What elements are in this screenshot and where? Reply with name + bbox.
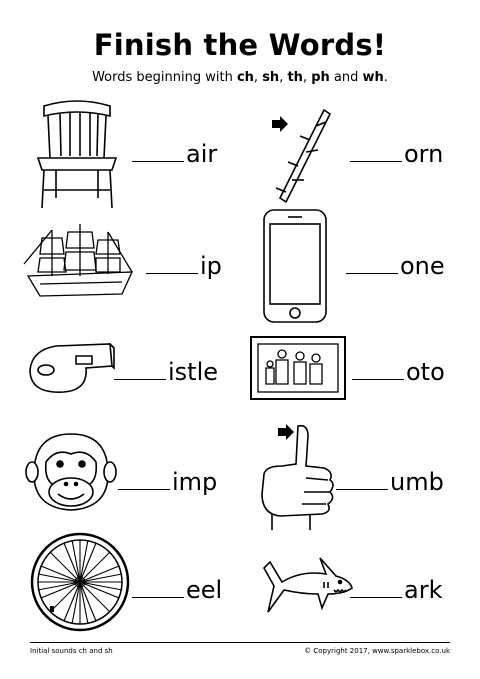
thorn-branch-icon xyxy=(270,106,334,210)
footer-copyright: © Copyright 2017, www.sparklebox.co.uk xyxy=(304,647,450,655)
answer-blank[interactable] xyxy=(350,577,402,598)
answer-blank[interactable] xyxy=(132,577,184,598)
word-item-6: oto xyxy=(352,358,445,386)
footer-left-text: Initial sounds ch and sh xyxy=(30,647,113,655)
word-item-1: air xyxy=(132,140,217,168)
chimp-icon xyxy=(25,432,117,516)
footer-divider xyxy=(30,642,450,643)
thumb-icon xyxy=(258,418,338,534)
word-item-7: imp xyxy=(118,468,217,496)
word-item-5: istle xyxy=(114,358,218,386)
answer-blank[interactable] xyxy=(132,141,184,162)
word-item-4: one xyxy=(346,252,445,280)
word-item-2: orn xyxy=(350,140,443,168)
answer-blank[interactable] xyxy=(114,359,166,380)
wheel-icon xyxy=(30,532,130,636)
shark-icon xyxy=(262,552,354,626)
word-item-10: ark xyxy=(350,576,442,604)
answer-blank[interactable] xyxy=(352,359,404,380)
photo-icon xyxy=(250,336,346,404)
ship-icon xyxy=(22,220,138,310)
chair-icon xyxy=(32,98,122,214)
answer-blank[interactable] xyxy=(146,253,198,274)
word-item-8: umb xyxy=(336,468,444,496)
phone-icon xyxy=(262,208,328,328)
answer-blank[interactable] xyxy=(118,469,170,490)
whistle-icon xyxy=(26,336,116,400)
word-item-3: ip xyxy=(146,252,222,280)
answer-blank[interactable] xyxy=(346,253,398,274)
page-title: Finish the Words! xyxy=(93,28,387,62)
page-subtitle: Words beginning with ch, sh, th, ph and … xyxy=(92,70,388,85)
word-item-9: eel xyxy=(132,576,222,604)
answer-blank[interactable] xyxy=(336,469,388,490)
answer-blank[interactable] xyxy=(350,141,402,162)
